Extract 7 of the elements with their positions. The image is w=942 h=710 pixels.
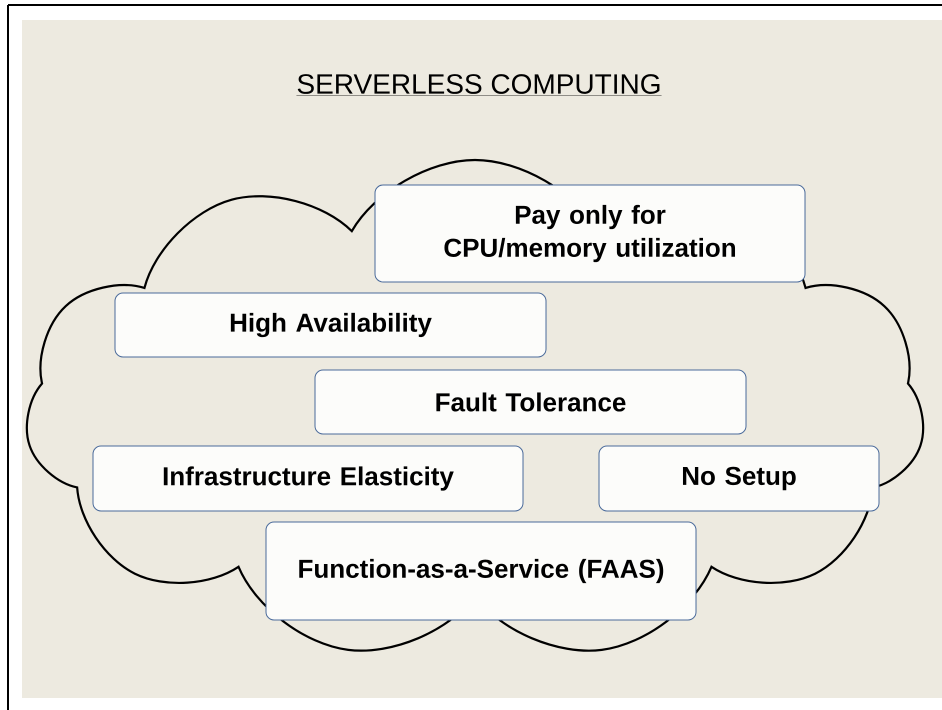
feature-box: Fault Tolerance (314, 370, 746, 434)
feature-box: Infrastructure Elasticity (92, 446, 524, 512)
feature-box: High Availability (114, 292, 546, 358)
feature-box: No Setup (598, 446, 880, 512)
feature-box: Pay only for CPU/memory utilization (374, 184, 806, 282)
slide-title: SERVERLESS COMPUTING (296, 74, 662, 96)
feature-box: Function-as-a-Service (FAAS) (266, 522, 696, 620)
